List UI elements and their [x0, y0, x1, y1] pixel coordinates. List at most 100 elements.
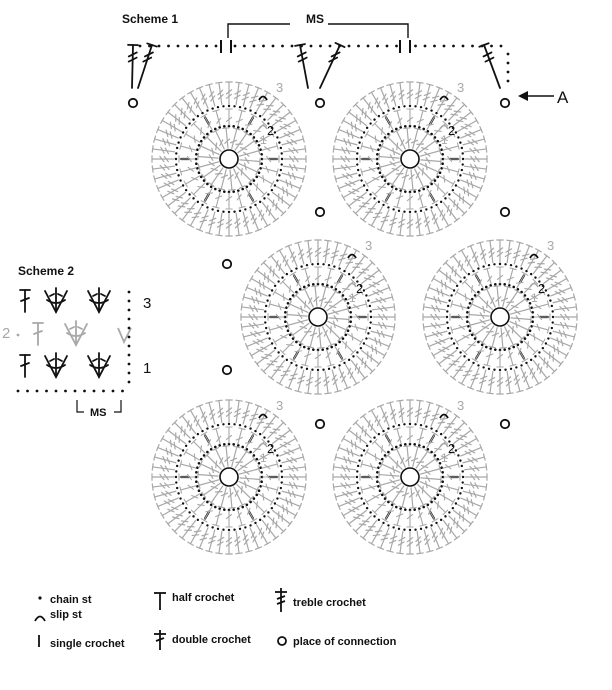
chain-dot [16, 389, 20, 393]
connection-circle [499, 97, 511, 109]
motif-outer-trebles [240, 239, 396, 395]
motif-round-2-label: 2 [267, 441, 274, 456]
scheme1-title: Scheme 1 [122, 12, 178, 26]
chain-dot [157, 44, 161, 48]
chain-dot [461, 44, 465, 48]
chain-dot [395, 44, 398, 48]
legend-connection-label: place of connection [293, 636, 397, 648]
chain-dot [471, 44, 474, 48]
motif-round-1-label: 1 [349, 291, 356, 305]
chain-dot [138, 44, 142, 48]
motif-middle-doubles [449, 266, 551, 368]
chain-dot [252, 44, 256, 48]
legend-slip-symbol [34, 615, 46, 622]
motif-round2-chains [445, 262, 555, 372]
chain-dot [309, 44, 313, 48]
motif-center-ring [490, 307, 510, 327]
connection-circle [499, 418, 511, 430]
chain-dot [506, 79, 510, 83]
chain-dot [73, 389, 77, 393]
motif-slip-arc [439, 124, 449, 130]
motif-center-ring [219, 149, 239, 169]
motif-round2-chains [355, 422, 465, 532]
motif-slip-arc [439, 413, 449, 419]
motif-middle-doubles [359, 426, 461, 528]
motif-outer-trebles [422, 239, 578, 395]
motif-4: 321 [422, 238, 578, 395]
chain-dot [127, 362, 131, 366]
chain-dot [102, 389, 105, 393]
chain-dot [433, 44, 436, 48]
motif-slip-arc [258, 442, 268, 448]
scheme2-repeat-bracket [76, 400, 122, 413]
cluster-symbol [87, 352, 111, 379]
motif-round1-chains [283, 282, 353, 352]
chain-dot [167, 44, 170, 48]
cluster-symbol [87, 287, 111, 314]
motif-inner-doubles [378, 127, 442, 191]
connection-circle [314, 206, 326, 218]
motif-round-2-label: 2 [356, 281, 363, 296]
treble-crochet-symbol [294, 43, 309, 89]
scheme2-chart [16, 287, 132, 393]
chain-dot [45, 389, 48, 393]
motif-1: 321 [151, 80, 307, 237]
motif-2: 321 [332, 80, 488, 237]
motif-slip-arc [439, 95, 449, 101]
chain-dot [319, 44, 322, 48]
chain-dot [54, 389, 58, 393]
right-edge-chain [506, 52, 510, 83]
motif-middle-doubles [359, 108, 461, 210]
motif-round-3-label: 3 [365, 238, 372, 253]
motif-round-3-label: 3 [457, 398, 464, 413]
chain-dot [271, 44, 275, 48]
legend-double-symbol [154, 630, 166, 650]
motif-round-1-label: 1 [531, 291, 538, 305]
scheme2-title: Scheme 2 [18, 264, 74, 278]
motif-inner-doubles [286, 285, 350, 349]
chain-dot [127, 326, 131, 330]
motif-round2-chains [174, 104, 284, 214]
legend-single-label: single crochet [50, 638, 125, 650]
chain-dot [243, 44, 246, 48]
legend-chain-label: chain st [50, 594, 92, 606]
motif-slip-arc [439, 442, 449, 448]
scheme1-repeat-label: MS [306, 12, 324, 26]
chain-dot [233, 44, 237, 48]
motif-slip-arc [258, 124, 268, 130]
legend-treble-label: treble crochet [293, 597, 366, 609]
chain-dot [16, 333, 20, 337]
motif-round-2-label: 2 [448, 123, 455, 138]
motif-inner-doubles [468, 285, 532, 349]
chain-dot [205, 44, 208, 48]
motif-6: 321 [332, 398, 488, 555]
chain-dot [506, 61, 510, 65]
legend-slip-label: slip st [50, 609, 82, 621]
chain-dot [347, 44, 351, 48]
chain-dot [64, 389, 67, 393]
arrow-a [518, 91, 554, 101]
motif-center-ring [308, 307, 328, 327]
chain-dot [357, 44, 360, 48]
connection-circle [314, 97, 326, 109]
chain-dot [127, 344, 131, 348]
motif-round-1-label: 1 [441, 133, 448, 147]
treble-crochet-symbol [127, 43, 139, 89]
motif-round-1-label: 1 [260, 451, 267, 465]
motif-round-2-label: 2 [267, 123, 274, 138]
motif-round2-chains [355, 104, 465, 214]
double-crochet-symbol [32, 322, 44, 346]
motif-slip-arc [529, 282, 539, 288]
motif-round-3-label: 3 [276, 80, 283, 95]
motif-round1-chains [375, 442, 445, 512]
chain-dot [195, 44, 199, 48]
legend: chain st slip st single crochet half cro… [34, 588, 397, 650]
chain-dot [127, 308, 131, 312]
scheme2-row-3-label: 3 [143, 295, 151, 312]
chain-dot [26, 389, 29, 393]
chain-dot [127, 299, 131, 303]
motif-outer-trebles [332, 399, 488, 555]
chain-dot [452, 44, 455, 48]
arrow-a-label: A [557, 88, 569, 107]
